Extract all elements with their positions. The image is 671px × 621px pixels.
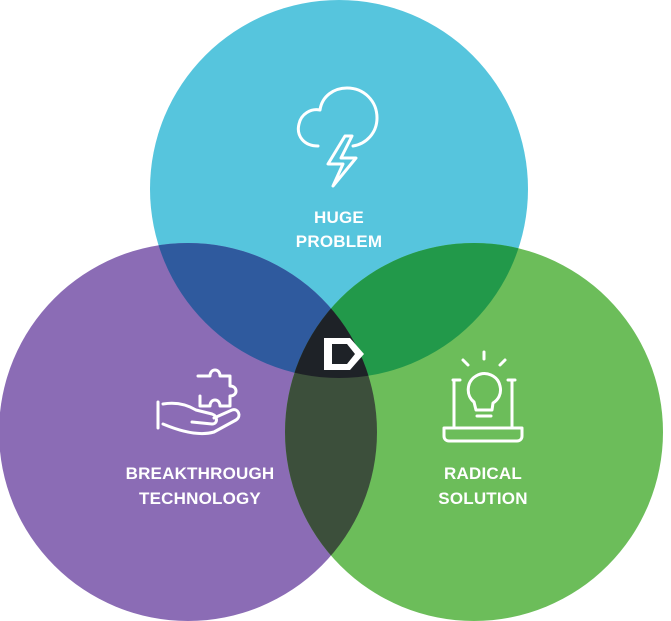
overlap-problem-technology bbox=[150, 243, 377, 378]
storm-cloud-icon bbox=[296, 86, 379, 188]
label-breakthrough-technology-line2: TECHNOLOGY bbox=[139, 489, 261, 508]
label-radical-solution-line1: RADICAL bbox=[444, 464, 522, 483]
laptop-lightbulb-icon bbox=[442, 350, 524, 443]
label-breakthrough-technology-line1: BREAKTHROUGH bbox=[126, 464, 275, 483]
hand-puzzle-icon bbox=[156, 368, 241, 436]
label-huge-problem-line2: PROBLEM bbox=[296, 232, 382, 251]
label-huge-problem-line1: HUGE bbox=[314, 208, 364, 227]
overlap-problem-solution bbox=[285, 243, 528, 378]
label-radical-solution-line2: SOLUTION bbox=[438, 489, 527, 508]
k-logo-icon bbox=[324, 338, 364, 370]
